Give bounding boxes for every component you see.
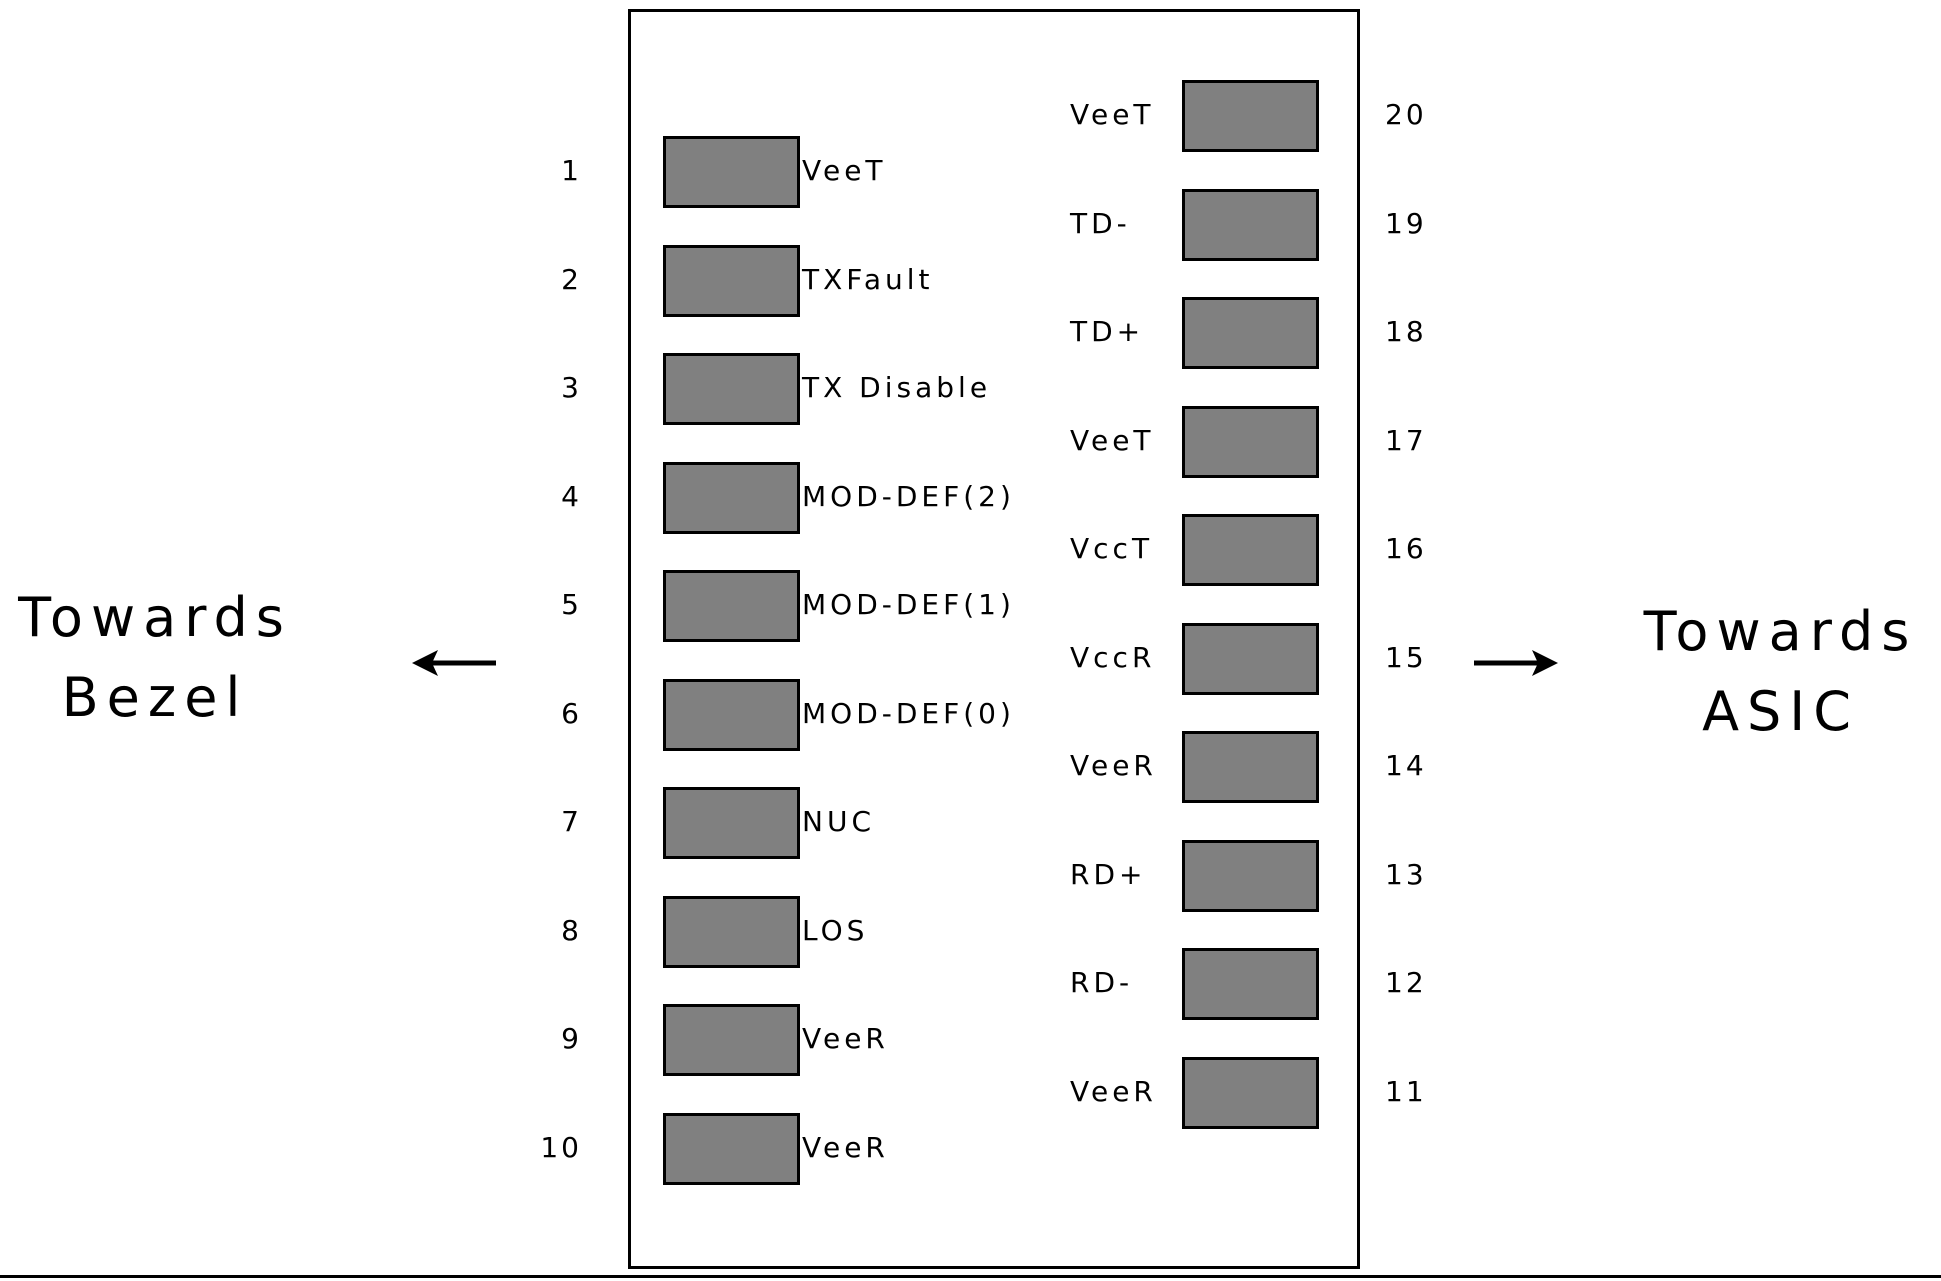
towards-asic-line1: Towards (1643, 600, 1918, 663)
pin-pad (663, 679, 800, 751)
pin-signal-label: NUC (802, 805, 875, 838)
arrow-left-icon (412, 650, 496, 676)
pin-signal-label: VeeR (1070, 749, 1157, 782)
towards-bezel-line2: Bezel (61, 666, 249, 729)
pin-pad (1182, 1057, 1319, 1129)
pin-signal-label: MOD-DEF(1) (802, 588, 1015, 621)
pin-number: 8 (561, 914, 582, 947)
pin-signal-label: VeeT (1070, 98, 1155, 131)
pin-signal-label: TXFault (802, 263, 934, 296)
towards-asic-label: Towards ASIC (1620, 592, 1941, 752)
pin-signal-label: VeeR (1070, 1075, 1157, 1108)
pin-pad (1182, 297, 1319, 369)
pin-pad (1182, 189, 1319, 261)
pin-signal-label: TD- (1070, 207, 1131, 240)
pin-number: 7 (561, 805, 582, 838)
pin-number: 20 (1385, 98, 1427, 131)
pin-number: 16 (1385, 532, 1427, 565)
pin-signal-label: RD+ (1070, 858, 1147, 891)
pin-signal-label: VeeT (802, 154, 887, 187)
pin-signal-label: TD+ (1070, 315, 1145, 348)
pin-pad (1182, 623, 1319, 695)
pin-number: 19 (1385, 207, 1427, 240)
pin-pad (1182, 80, 1319, 152)
connector-module-outline (628, 9, 1360, 1269)
pin-signal-label: VeeR (802, 1131, 889, 1164)
pin-signal-label: VccT (1070, 532, 1154, 565)
pin-signal-label: LOS (802, 914, 869, 947)
pin-number: 4 (561, 480, 582, 513)
pin-number: 17 (1385, 424, 1427, 457)
pin-number: 10 (540, 1131, 582, 1164)
pin-pad (663, 1004, 800, 1076)
pin-signal-label: VccR (1070, 641, 1156, 674)
bottom-rule (0, 1275, 1941, 1278)
pin-signal-label: VeeT (1070, 424, 1155, 457)
pin-pad (1182, 948, 1319, 1020)
pin-pad (663, 245, 800, 317)
pin-pad (1182, 406, 1319, 478)
pin-number: 9 (561, 1022, 582, 1055)
pin-signal-label: TX Disable (802, 371, 992, 404)
pin-number: 11 (1385, 1075, 1427, 1108)
pin-number: 1 (561, 154, 582, 187)
pin-number: 5 (561, 588, 582, 621)
pin-signal-label: MOD-DEF(2) (802, 480, 1015, 513)
pin-pad (663, 570, 800, 642)
pin-pad (663, 896, 800, 968)
pin-pad (663, 136, 800, 208)
towards-asic-line2: ASIC (1702, 680, 1859, 743)
pin-pad (1182, 731, 1319, 803)
pin-signal-label: MOD-DEF(0) (802, 697, 1015, 730)
pin-pad (663, 462, 800, 534)
towards-bezel-line1: Towards (18, 586, 292, 649)
pin-number: 14 (1385, 749, 1427, 782)
pin-pad (1182, 514, 1319, 586)
pin-pad (663, 1113, 800, 1185)
towards-bezel-label: Towards Bezel (0, 578, 310, 738)
pin-pad (1182, 840, 1319, 912)
pin-number: 3 (561, 371, 582, 404)
pin-signal-label: RD- (1070, 966, 1134, 999)
pin-pad (663, 787, 800, 859)
arrow-right-icon (1474, 650, 1558, 676)
pin-number: 13 (1385, 858, 1427, 891)
pin-pad (663, 353, 800, 425)
pin-number: 6 (561, 697, 582, 730)
pin-number: 18 (1385, 315, 1427, 348)
pin-number: 15 (1385, 641, 1427, 674)
pin-number: 12 (1385, 966, 1427, 999)
pin-signal-label: VeeR (802, 1022, 889, 1055)
pin-number: 2 (561, 263, 582, 296)
